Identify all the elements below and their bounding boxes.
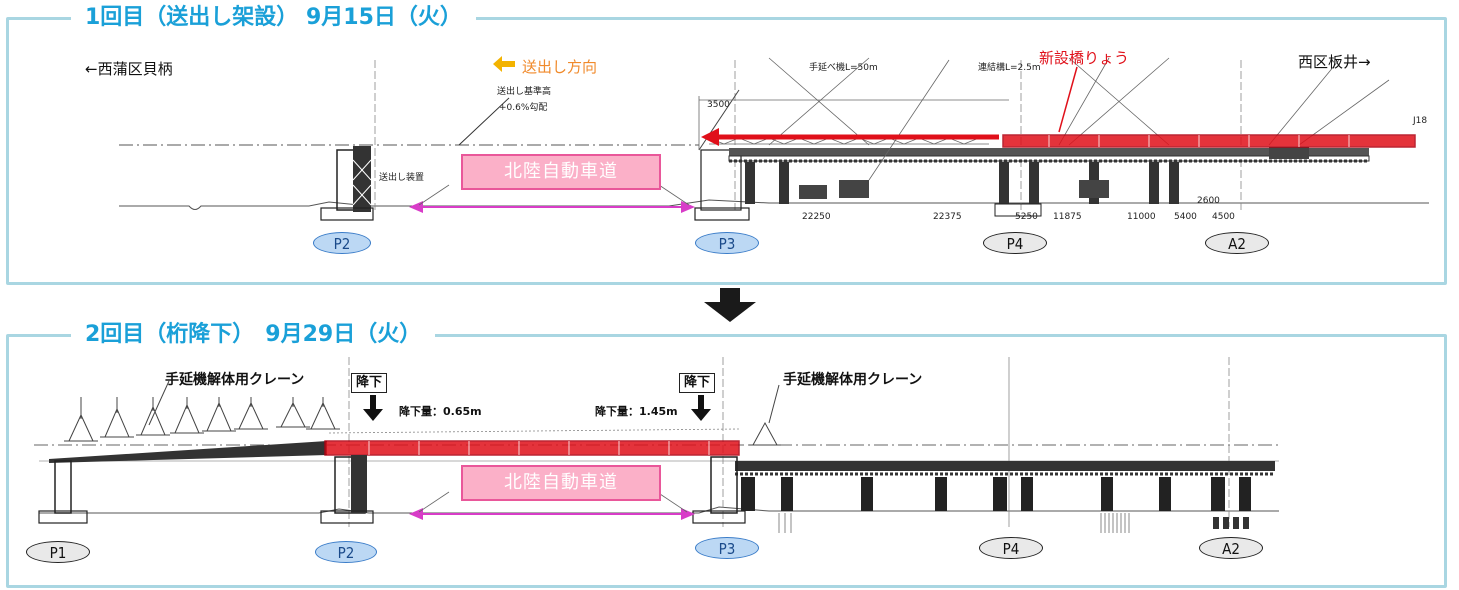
pier-p2-structure [320, 455, 374, 524]
dim-11875: 11875 [1053, 212, 1082, 222]
west-direction-label: ←西蒲区貝柄 [85, 60, 173, 78]
launch-drawing [119, 56, 1429, 221]
dim-2600: 2600 [1197, 196, 1220, 206]
pier-p3-label: P3 [695, 537, 759, 559]
new-bridge-girder [1002, 134, 1416, 148]
panel1-title: 1回目（送出し架設） 9月15日（火） [71, 1, 476, 35]
pier-p1-structure [38, 460, 88, 524]
lowering-label-right: 降下 [679, 373, 716, 393]
orange-arrow [493, 56, 515, 72]
lowering-drawing [34, 357, 1279, 533]
pier-p2-label: P2 [313, 232, 371, 254]
gradient-note: +0.6%勾配 [499, 103, 548, 113]
expressway-box: 北陸自動車道 [461, 465, 661, 501]
pier-p1-label: P1 [26, 541, 90, 563]
ground-line [119, 199, 1429, 210]
new-bridge-girder [324, 440, 740, 456]
abutment-a2-label: A2 [1199, 537, 1263, 559]
east-direction-label: 西区板井→ [1298, 53, 1371, 71]
launch-device-note: 送出し装置 [379, 173, 425, 183]
pier-p4-label: P4 [979, 537, 1043, 559]
lower-amount-right: 降下量：1.45m [595, 405, 678, 418]
launch-reference-note: 送出し基準高 [497, 87, 552, 97]
dim-11000: 11000 [1127, 212, 1156, 222]
mark-j18: J18 [1413, 116, 1428, 126]
crane-label-right: 手延機解体用クレーン [783, 372, 923, 388]
expressway-box: 北陸自動車道 [461, 154, 661, 190]
pier-p4-label: P4 [983, 232, 1047, 254]
pier-p3-label: P3 [695, 232, 759, 254]
pier-p2-structure [320, 146, 374, 221]
dim-5400: 5400 [1174, 212, 1197, 222]
lower-arrow-left [363, 409, 383, 421]
new-bridge-label: 新設橋りょう [1039, 49, 1130, 67]
lower-arrow-right [691, 409, 711, 421]
pier-p2-label: P2 [315, 541, 377, 563]
pier-p3-structure [692, 456, 746, 524]
extension-note: 手延べ機L=50m [809, 63, 878, 73]
existing-girder [735, 461, 1275, 471]
dim-4500: 4500 [1212, 212, 1235, 222]
dim-5250: 5250 [1015, 212, 1038, 222]
dim-22375: 22375 [933, 212, 962, 222]
crane-label-left: 手延機解体用クレーン [165, 372, 305, 388]
launch-direction-label: 送出し方向 [522, 58, 598, 76]
lowering-label-left: 降下 [351, 373, 388, 393]
down-arrow-icon [704, 288, 756, 322]
leader-line [458, 97, 510, 146]
panel2-title: 2回目（桁降下） 9月29日（火） [71, 318, 436, 352]
dim-22250: 22250 [802, 212, 831, 222]
abutment-a2-label: A2 [1205, 232, 1269, 254]
launch-stage-panel: 1回目（送出し架設） 9月15日（火） [6, 1, 1447, 285]
lower-amount-left: 降下量：0.65m [399, 405, 482, 418]
lowering-stage-panel: 2回目（桁降下） 9月29日（火） [6, 318, 1447, 588]
launching-nose [49, 441, 327, 463]
dim-3500: 3500 [707, 100, 730, 110]
connection-note: 連結構L=2.5m [978, 63, 1041, 73]
